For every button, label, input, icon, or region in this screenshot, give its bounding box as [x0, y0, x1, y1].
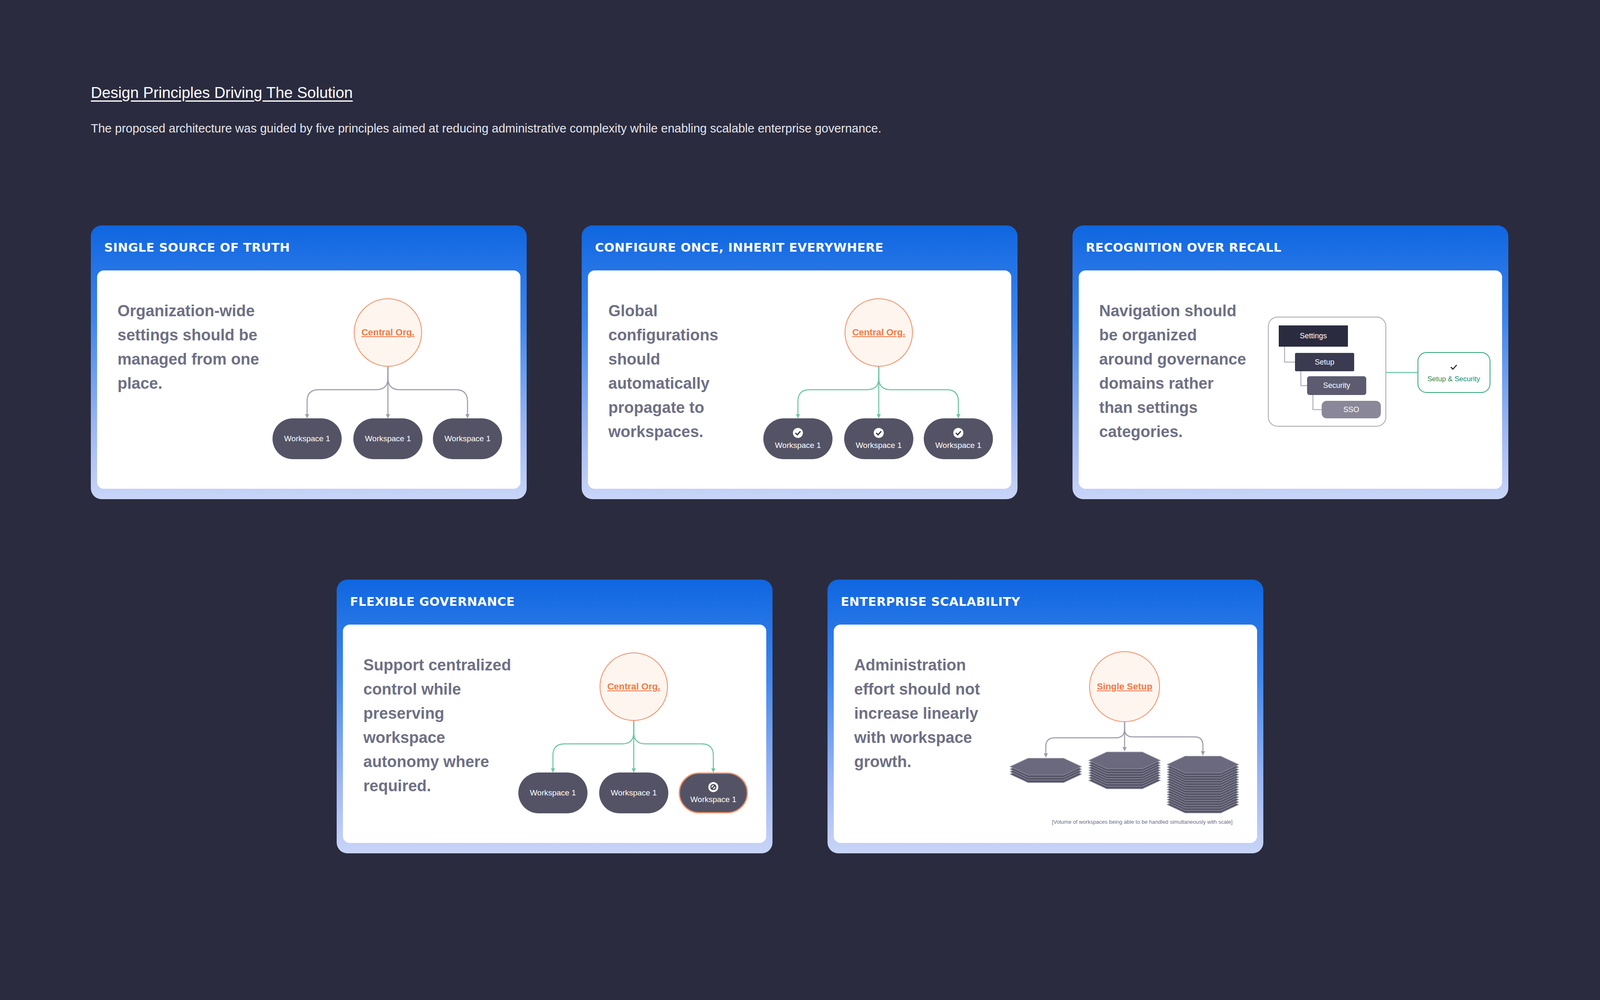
node-label: Workspace 1	[775, 440, 822, 450]
principle-card: SINGLE SOURCE OF TRUTH Organization-wide …	[90, 225, 527, 500]
org-circle: Central Org.	[353, 298, 423, 367]
menu-item: SSO	[1321, 400, 1381, 419]
org-circle: Central Org.	[599, 652, 668, 721]
node-label: Security	[1322, 381, 1350, 390]
node-label: Workspace 1	[444, 434, 491, 444]
node-label: Workspace 1	[530, 788, 577, 798]
node-label: Workspace 1	[935, 440, 982, 450]
connector	[1312, 395, 1322, 410]
workspace-pill: Workspace 1	[844, 418, 914, 460]
node-label: SSO	[1343, 405, 1360, 415]
node-label: Workspace 1	[284, 434, 331, 444]
check-icon	[873, 427, 885, 439]
menu-item: Security	[1307, 376, 1367, 395]
workspace-pill: Workspace 1	[599, 772, 669, 814]
card-heading: ENTERPRISE SCALABILITY	[840, 594, 1021, 609]
card-body: Support centralized control while preser…	[363, 652, 518, 798]
node-label: Workspace 1	[365, 434, 412, 444]
workspace-pill: Workspace 1	[353, 418, 423, 460]
node-label: Workspace 1	[855, 440, 903, 450]
principle-card: FLEXIBLE GOVERNANCE Support centralized c…	[336, 579, 773, 854]
check-mark	[795, 431, 801, 435]
node-label: Settings	[1299, 331, 1327, 341]
node-label: Setup & Security	[1427, 375, 1481, 384]
tool-ring	[710, 784, 716, 790]
check-icon	[792, 427, 804, 439]
domain-box: Setup & Security	[1417, 352, 1491, 393]
menu-container	[1268, 317, 1386, 427]
node-label: Workspace 1	[610, 788, 658, 798]
card-body: Organization-wide settings should be man…	[117, 298, 268, 396]
page-caption: The proposed architecture was guided by …	[90, 121, 882, 136]
workspace-pill: Workspace 1	[763, 418, 833, 460]
card-heading: SINGLE SOURCE OF TRUTH	[104, 240, 290, 255]
card-body: Administration effort should not increas…	[854, 652, 996, 774]
org-label: Single Setup	[1096, 681, 1153, 693]
org-circle: Single Setup	[1089, 651, 1160, 723]
card-heading: RECOGNITION OVER RECALL	[1085, 240, 1282, 255]
icon-disc	[792, 427, 803, 438]
org-circle: Central Org.	[844, 298, 913, 367]
workspace-pill: Workspace 1	[518, 772, 588, 814]
node-label: Workspace 1	[690, 795, 737, 805]
check-mark	[955, 431, 961, 435]
principle-card: CONFIGURE ONCE, INHERIT EVERYWHERE Global…	[581, 225, 1018, 500]
org-label: Central Org.	[852, 327, 905, 338]
check-icon	[952, 427, 964, 439]
tool-bar	[711, 785, 716, 790]
icon-disc	[953, 427, 964, 438]
card-heading: CONFIGURE ONCE, INHERIT EVERYWHERE	[595, 240, 884, 255]
page-title: Design Principles Driving The Solution	[90, 84, 353, 102]
menu-item: Setup	[1295, 352, 1355, 372]
workspace-pill: Workspace 1	[923, 418, 993, 460]
org-label: Central Org.	[361, 327, 415, 338]
workspace-pill: Workspace 1	[272, 418, 342, 460]
card-body: Navigation should be organized around go…	[1099, 298, 1250, 444]
card-body: Global configurations should automatical…	[608, 298, 734, 444]
check-icon	[1448, 361, 1460, 373]
node-label: Setup	[1314, 357, 1335, 367]
check-mark	[1450, 365, 1457, 370]
icon-disc	[873, 427, 884, 438]
override-icon	[707, 781, 719, 793]
icon-disc	[708, 782, 719, 793]
check-mark	[876, 431, 882, 435]
workspace-pill: Workspace 1	[678, 772, 748, 814]
org-label: Central Org.	[607, 681, 660, 693]
mapping-line	[1385, 372, 1419, 374]
connector	[1284, 346, 1295, 363]
scale-note: [Volume of workspaces being able to be h…	[1051, 818, 1233, 825]
connector	[1300, 371, 1308, 386]
workspace-pill: Workspace 1	[432, 418, 503, 460]
menu-item: Settings	[1278, 325, 1348, 347]
card-heading: FLEXIBLE GOVERNANCE	[350, 594, 515, 609]
